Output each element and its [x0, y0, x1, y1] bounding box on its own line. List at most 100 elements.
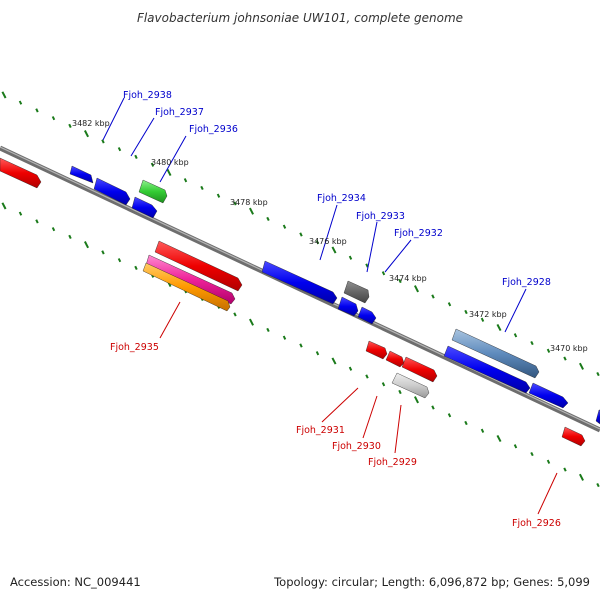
leader-fjoh-2932 [384, 239, 412, 273]
scale-tick [348, 255, 353, 260]
scale-tick [68, 234, 72, 240]
tick-label: 3474 kbp [389, 274, 427, 283]
gene-label-fjoh-2929[interactable]: Fjoh_2929 [368, 457, 417, 468]
scale-tick [414, 396, 419, 404]
tick-label: 3472 kbp [469, 310, 507, 319]
tick-label: 3476 kbp [309, 237, 347, 246]
scale-tick [546, 348, 551, 353]
scale-tick [496, 434, 502, 443]
scale-tick [299, 232, 303, 237]
scale-tick [315, 240, 320, 245]
scale-tick [331, 357, 337, 365]
leader-fjoh-2931 [321, 387, 359, 423]
gene-label-fjoh-2937[interactable]: Fjoh_2937 [155, 107, 204, 118]
gene-label-fjoh-2935[interactable]: Fjoh_2935 [110, 342, 159, 353]
map-title: Flavobacterium johnsoniae UW101, complet… [137, 11, 463, 25]
gene-rev-5 [561, 426, 586, 447]
scale-tick [35, 108, 39, 113]
scale-tick [299, 343, 303, 348]
leader-fjoh-2936 [159, 135, 187, 183]
scale-tick [414, 285, 419, 293]
scale-tick [134, 154, 138, 160]
scale-tick [447, 413, 452, 418]
scale-tick [84, 130, 89, 138]
scale-tick [464, 309, 468, 315]
scale-tick [101, 250, 105, 255]
scale-tick [381, 382, 386, 387]
gene-rev-2 [365, 340, 388, 360]
scale-tick [134, 265, 138, 271]
tick-label: 3480 kbp [151, 158, 189, 167]
gene-fwd-6 [357, 306, 377, 325]
gene-fwd-steel [451, 328, 540, 379]
reverse-gene-labels: Fjoh_2935 Fjoh_2931 Fjoh_2930 Fjoh_2929 … [110, 342, 561, 529]
gene-fwd-2 [93, 177, 131, 206]
scale-tick [513, 444, 518, 449]
gene-rev-edge [0, 157, 42, 189]
scale-tick [480, 428, 485, 433]
accession-text: Accession: NC_009441 [10, 575, 141, 589]
tick-label: 3470 kbp [550, 344, 588, 353]
scale-tick [183, 178, 188, 183]
scale-tick [117, 147, 122, 152]
gene-label-fjoh-2933[interactable]: Fjoh_2933 [356, 211, 405, 222]
scale-tick [282, 224, 287, 229]
scale-tick [447, 302, 452, 307]
gene-fwd-5 [337, 296, 359, 317]
gene-fwd-8 [528, 382, 569, 409]
scale-tick [496, 323, 502, 332]
scale-tick [365, 374, 369, 379]
scale-tick [331, 246, 337, 254]
leader-fjoh-2929 [394, 404, 402, 454]
tick-label: 3478 kbp [230, 198, 268, 207]
gene-rev-4 [401, 356, 438, 383]
gene-label-fjoh-2934[interactable]: Fjoh_2934 [317, 193, 366, 204]
scale-tick [1, 202, 7, 210]
gene-rev-lightgray [391, 372, 430, 399]
scale-tick [150, 162, 155, 167]
gene-label-fjoh-2936[interactable]: Fjoh_2936 [189, 124, 238, 135]
leader-fjoh-2926 [537, 472, 558, 515]
scale-tick [233, 201, 237, 206]
gene-label-fjoh-2932[interactable]: Fjoh_2932 [394, 228, 443, 239]
scale-tick [216, 193, 221, 198]
scale-tick [200, 185, 204, 191]
scale-tick [315, 351, 320, 356]
scale-tick [480, 317, 485, 322]
gene-fwd-green [138, 179, 168, 204]
scale-tick [266, 216, 270, 222]
scale-tick [530, 451, 534, 457]
scale-ticks [1, 91, 600, 488]
gene-label-fjoh-2930[interactable]: Fjoh_2930 [332, 441, 381, 452]
scale-tick [18, 211, 23, 216]
scale-tick [513, 333, 518, 338]
scale-tick [563, 356, 567, 361]
scale-tick [431, 294, 435, 299]
leader-fjoh-2930 [362, 395, 378, 439]
scale-tick [249, 318, 254, 326]
scale-tick [51, 227, 56, 232]
scale-tick [166, 168, 172, 177]
gene-rev-1 [154, 240, 243, 292]
gene-label-fjoh-2928[interactable]: Fjoh_2928 [502, 277, 551, 288]
scale-tick [51, 116, 56, 121]
forward-gene-labels: Fjoh_2938 Fjoh_2937 Fjoh_2936 Fjoh_2934 … [123, 90, 551, 288]
scale-tick [365, 263, 369, 268]
scale-tick [381, 271, 386, 276]
scale-tick [35, 219, 39, 224]
scale-tick-labels: 3482 kbp 3480 kbp 3478 kbp 3476 kbp 3474… [72, 119, 588, 353]
gene-fwd-7 [443, 345, 531, 394]
gene-fwd-edge [595, 409, 600, 425]
gene-label-fjoh-2938[interactable]: Fjoh_2938 [123, 90, 172, 101]
gene-label-fjoh-2926[interactable]: Fjoh_2926 [512, 518, 561, 529]
leader-fjoh-2928 [504, 288, 527, 333]
scale-tick [1, 91, 7, 99]
leader-fjoh-2935 [159, 301, 181, 339]
scale-tick [282, 335, 287, 340]
gene-label-fjoh-2931[interactable]: Fjoh_2931 [296, 425, 345, 436]
scale-tick [579, 473, 584, 481]
scale-tick [18, 100, 23, 105]
scale-tick [431, 405, 435, 410]
scale-tick [398, 389, 402, 395]
